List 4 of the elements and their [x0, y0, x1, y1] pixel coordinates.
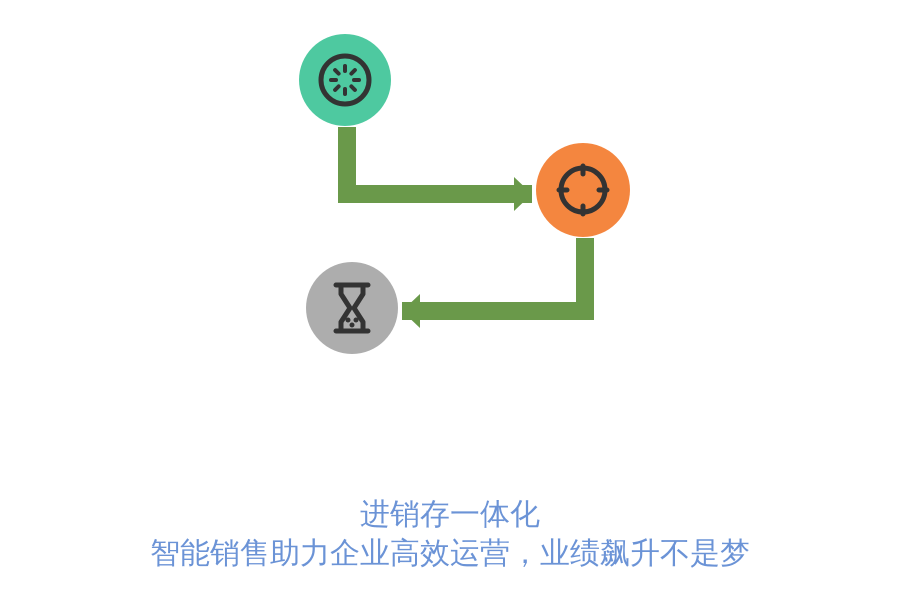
title: 进销存一体化: [360, 497, 540, 533]
caption: 智能销售助力企业高效运营，业绩飙升不是梦: [150, 536, 750, 572]
arrow: [402, 238, 594, 328]
arrow: [338, 127, 532, 211]
